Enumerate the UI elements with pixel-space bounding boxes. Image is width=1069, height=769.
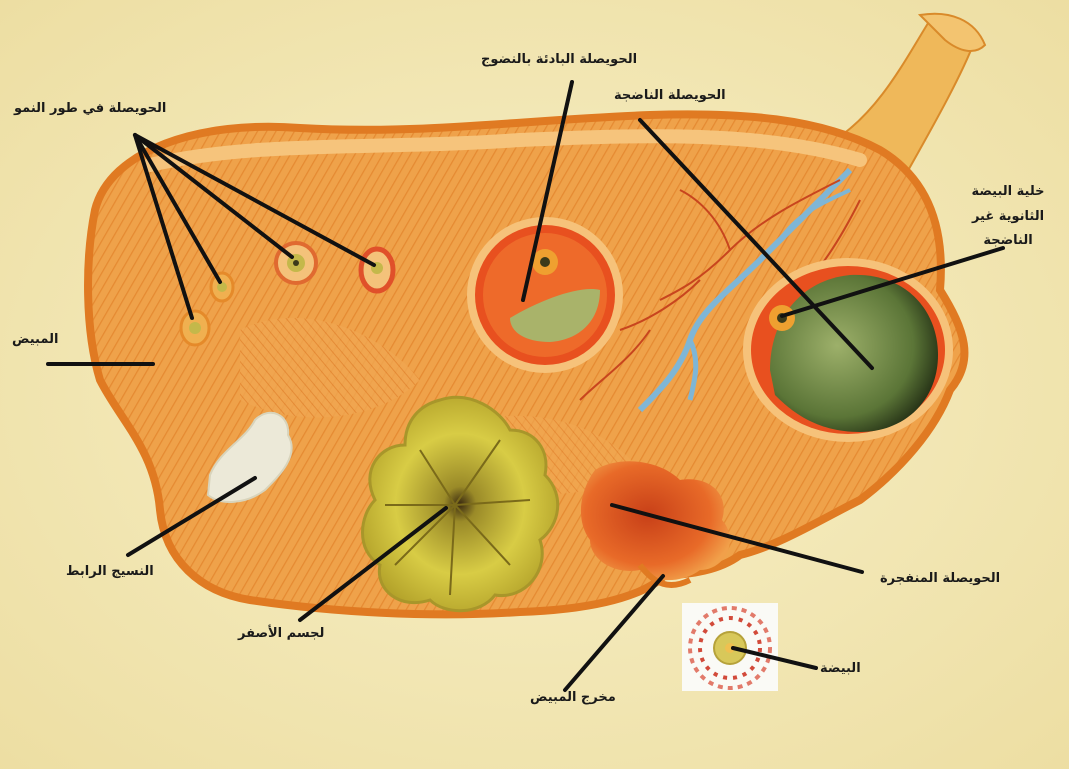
label-ovary: المبيض	[12, 332, 58, 348]
label-ruptured-follicle: الحويصلة المنفجرة	[880, 571, 1000, 587]
label-connective-tissue: النسيج الرابط	[66, 564, 154, 580]
label-mature-follicle: الحويصلة الناضجة	[614, 88, 726, 104]
label-secondary-oocyte-line1: خلية البيضة	[958, 180, 1058, 205]
maturing-follicle	[467, 217, 623, 373]
label-maturing-follicle: الحويصلة البادئة بالنضوج	[481, 52, 637, 68]
label-secondary-oocyte: خلية البيضة الثانوية غير الناضجة	[958, 180, 1058, 254]
label-ovum: البيضة	[820, 661, 861, 677]
label-secondary-oocyte-line2: الثانوية غير	[958, 205, 1058, 230]
label-secondary-oocyte-line3: الناضجة	[958, 229, 1058, 254]
label-ovary-outlet: مخرج المبيض	[530, 690, 616, 706]
label-growing-follicle: الحويصلة في طور النمو	[14, 101, 166, 117]
ovum-inset	[682, 603, 778, 691]
mature-follicle	[743, 258, 953, 442]
label-corpus-luteum: لجسم الأصفر	[238, 626, 324, 642]
